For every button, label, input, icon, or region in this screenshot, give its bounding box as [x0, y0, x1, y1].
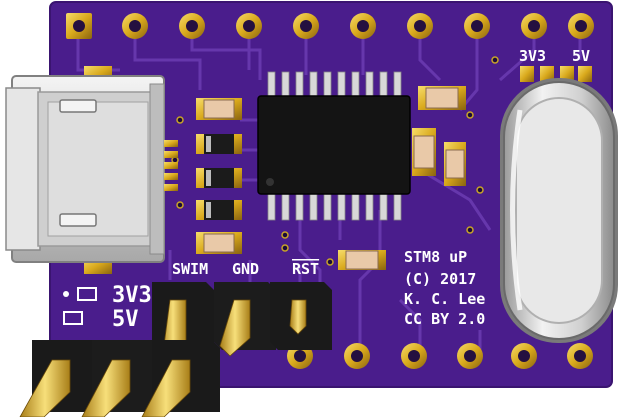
pad-round: [407, 13, 433, 39]
pad-round: [521, 13, 547, 39]
info-line-4: CC BY 2.0: [404, 310, 485, 328]
power-jumper: [520, 66, 592, 82]
resistor-r1: [196, 98, 242, 120]
top-pin-row: [66, 13, 594, 39]
left-dot: [63, 291, 69, 297]
pad-round: [344, 343, 370, 369]
usb-pin-pads: [164, 140, 178, 191]
pad-round: [464, 13, 490, 39]
pad-round: [179, 13, 205, 39]
label-5v-top: 5V: [572, 47, 590, 65]
capacitor-c2: [444, 142, 466, 186]
micro-usb-connector-icon: [5, 66, 165, 274]
resistor-r4: [338, 250, 386, 270]
info-line-3: K. C. Lee: [404, 290, 485, 308]
pad-round: [511, 343, 537, 369]
label-gnd: GND: [232, 260, 259, 278]
pad-round: [568, 13, 594, 39]
label-swim: SWIM: [172, 260, 208, 278]
left-jumper-marks: [63, 287, 97, 325]
pad-round: [457, 343, 483, 369]
pad-round: [236, 13, 262, 39]
crystal-icon: [500, 78, 618, 343]
diode-d2: [196, 168, 242, 188]
pad-square: [66, 13, 92, 39]
label-3v3-left: 3V3: [112, 283, 152, 308]
resistor-r3: [418, 86, 466, 110]
pad-round: [122, 13, 148, 39]
pad-round: [293, 13, 319, 39]
soic-ic-chip-icon: [257, 71, 411, 221]
pad-round: [401, 343, 427, 369]
resistor-r2: [196, 232, 242, 254]
capacitor-c1: [412, 128, 436, 176]
pad-round: [567, 343, 593, 369]
diode-d3: [196, 200, 242, 220]
diode-d1: [196, 134, 242, 154]
label-3v3-top: 3V3: [519, 47, 546, 65]
label-5v-left: 5V: [112, 307, 139, 332]
pad-round: [350, 13, 376, 39]
pin-header-bottom-icon: [19, 340, 220, 417]
info-line-2: (C) 2017: [404, 270, 476, 288]
label-rst: RST: [292, 260, 319, 278]
info-line-1: STM8 uP: [404, 248, 467, 266]
